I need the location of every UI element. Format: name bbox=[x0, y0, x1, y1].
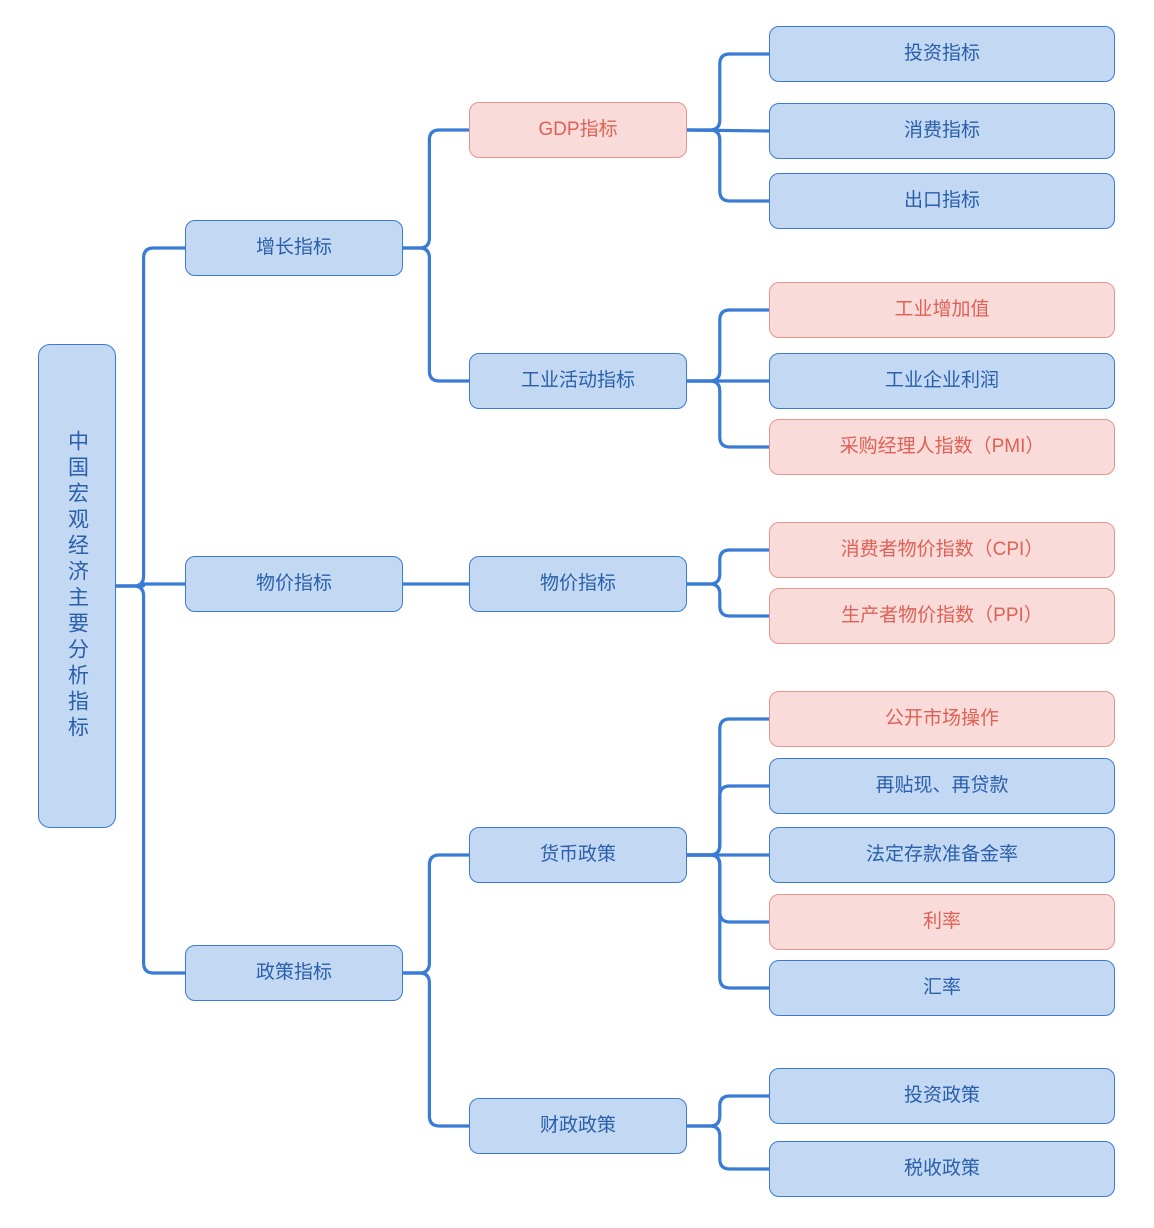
link-branch1-sub1 bbox=[401, 128, 471, 250]
link-sub11-leaf1 bbox=[685, 52, 771, 132]
leaf-node-1-1-1[interactable]: 投资指标 bbox=[769, 26, 1115, 82]
sub-node-1-1[interactable]: GDP指标 bbox=[469, 102, 687, 158]
link-root-branch-3 bbox=[114, 584, 187, 975]
sub-node-2-1[interactable]: 物价指标 bbox=[469, 556, 687, 612]
node-label: 采购经理人指数（PMI） bbox=[839, 436, 1045, 458]
node-label: 工业企业利润 bbox=[884, 370, 999, 392]
branch-node-2[interactable]: 物价指标 bbox=[185, 556, 403, 612]
link-sub31-leaf4 bbox=[685, 853, 771, 924]
node-label: 货币政策 bbox=[539, 844, 616, 866]
node-label: 政策指标 bbox=[255, 962, 332, 984]
node-label: 工业活动指标 bbox=[520, 370, 635, 392]
node-label: 税收政策 bbox=[903, 1158, 980, 1180]
node-label: 物价指标 bbox=[539, 573, 616, 595]
node-label: 再贴现、再贷款 bbox=[875, 775, 1009, 797]
leaf-node-3-1-2[interactable]: 再贴现、再贷款 bbox=[769, 758, 1115, 814]
node-label: 工业增加值 bbox=[894, 299, 990, 321]
node-label: 利率 bbox=[922, 911, 961, 933]
sub-node-1-2[interactable]: 工业活动指标 bbox=[469, 353, 687, 409]
link-sub32-leaf2 bbox=[685, 1124, 771, 1171]
node-label: 中国宏观经济主要分析指标 bbox=[65, 430, 89, 742]
node-label: 财政政策 bbox=[539, 1115, 616, 1137]
link-branch1-sub2 bbox=[401, 246, 471, 383]
node-label: 消费者物价指数（CPI） bbox=[840, 539, 1044, 561]
link-sub31-leaf2 bbox=[685, 784, 771, 857]
link-branch3-sub1 bbox=[401, 853, 471, 975]
node-label: 投资指标 bbox=[903, 43, 980, 65]
node-label: 物价指标 bbox=[255, 573, 332, 595]
root-node[interactable]: 中国宏观经济主要分析指标 bbox=[38, 344, 116, 828]
leaf-node-1-2-1[interactable]: 工业增加值 bbox=[769, 282, 1115, 338]
node-label: 公开市场操作 bbox=[884, 708, 999, 730]
node-label: GDP指标 bbox=[538, 119, 618, 141]
link-sub31-leaf1 bbox=[685, 717, 771, 857]
leaf-node-1-2-3[interactable]: 采购经理人指数（PMI） bbox=[769, 419, 1115, 475]
node-label: 投资政策 bbox=[903, 1085, 980, 1107]
link-root-branch-1 bbox=[114, 246, 187, 588]
leaf-node-3-1-5[interactable]: 汇率 bbox=[769, 960, 1115, 1016]
branch-node-3[interactable]: 政策指标 bbox=[185, 945, 403, 1001]
node-label: 汇率 bbox=[922, 977, 961, 999]
sub-node-3-1[interactable]: 货币政策 bbox=[469, 827, 687, 883]
link-root-branch-2 bbox=[114, 582, 187, 588]
link-sub11-leaf2 bbox=[685, 128, 771, 133]
leaf-node-3-1-1[interactable]: 公开市场操作 bbox=[769, 691, 1115, 747]
leaf-node-3-1-4[interactable]: 利率 bbox=[769, 894, 1115, 950]
leaf-node-3-2-1[interactable]: 投资政策 bbox=[769, 1068, 1115, 1124]
branch-node-1[interactable]: 增长指标 bbox=[185, 220, 403, 276]
link-sub11-leaf3 bbox=[685, 128, 771, 203]
node-label: 增长指标 bbox=[255, 237, 332, 259]
node-label: 出口指标 bbox=[903, 190, 980, 212]
link-sub31-leaf5 bbox=[685, 853, 771, 990]
sub-node-3-2[interactable]: 财政政策 bbox=[469, 1098, 687, 1154]
link-sub12-leaf1 bbox=[685, 308, 771, 383]
leaf-node-1-1-2[interactable]: 消费指标 bbox=[769, 103, 1115, 159]
leaf-node-3-2-2[interactable]: 税收政策 bbox=[769, 1141, 1115, 1197]
leaf-node-2-1-1[interactable]: 消费者物价指数（CPI） bbox=[769, 522, 1115, 578]
link-branch3-sub2 bbox=[401, 971, 471, 1128]
leaf-node-1-1-3[interactable]: 出口指标 bbox=[769, 173, 1115, 229]
leaf-node-1-2-2[interactable]: 工业企业利润 bbox=[769, 353, 1115, 409]
leaf-node-3-1-3[interactable]: 法定存款准备金率 bbox=[769, 827, 1115, 883]
leaf-node-2-1-2[interactable]: 生产者物价指数（PPI） bbox=[769, 588, 1115, 644]
link-sub12-leaf3 bbox=[685, 379, 771, 449]
node-label: 法定存款准备金率 bbox=[865, 844, 1018, 866]
node-label: 生产者物价指数（PPI） bbox=[841, 605, 1043, 627]
node-label: 消费指标 bbox=[903, 120, 980, 142]
link-sub32-leaf1 bbox=[685, 1094, 771, 1128]
link-sub21-leaf2 bbox=[685, 582, 771, 618]
link-sub21-leaf1 bbox=[685, 548, 771, 586]
